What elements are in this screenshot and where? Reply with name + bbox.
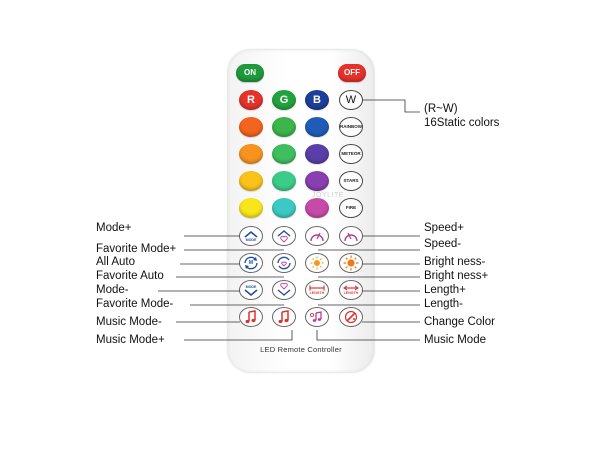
palette-icon xyxy=(344,310,358,324)
all-auto-label: M xyxy=(248,260,254,266)
meteor-button[interactable]: METEOR xyxy=(339,144,363,164)
brightness-plus-button[interactable] xyxy=(339,253,363,273)
label-brightness-minus: Bright ness- xyxy=(424,256,486,268)
rainbow-button[interactable]: RAINBOW xyxy=(339,117,363,137)
all-auto-button[interactable]: M xyxy=(239,253,263,273)
color-button-blue-1[interactable] xyxy=(305,117,329,137)
length-plus-button[interactable]: LENGTH xyxy=(305,280,329,300)
mode-minus-button[interactable]: MODE xyxy=(239,280,263,300)
fire-label: FIRE xyxy=(345,205,357,210)
off-label: OFF xyxy=(344,68,360,77)
chevron-up-icon xyxy=(244,230,258,238)
chevron-down-icon xyxy=(244,289,258,297)
red-button[interactable]: R xyxy=(239,90,263,110)
label-speed-plus: Speed+ xyxy=(424,222,464,234)
music-note-icon xyxy=(245,310,256,324)
heart-refresh-icon xyxy=(277,256,291,270)
length-minus-button[interactable]: LENGTH xyxy=(339,280,363,300)
length-plus-label: LENGTH xyxy=(309,291,325,295)
stars-label: STARS xyxy=(343,178,359,183)
white-label: W xyxy=(345,94,357,106)
color-button-green-1[interactable] xyxy=(272,117,296,137)
label-brightness-plus: Bright ness+ xyxy=(424,270,489,282)
speedometer-icon xyxy=(310,232,324,242)
rainbow-label: RAINBOW xyxy=(340,124,362,129)
mode-plus-button[interactable]: MODE xyxy=(239,226,263,246)
change-color-button[interactable] xyxy=(339,307,363,327)
label-favorite-mode-plus: Favorite Mode+ xyxy=(96,243,177,255)
fire-button[interactable]: FIRE xyxy=(339,198,363,218)
length-minus-label: LENGTH xyxy=(343,291,359,295)
music-mode-plus-button[interactable] xyxy=(272,307,296,327)
stars-button[interactable]: STARS xyxy=(339,171,363,191)
music-note-icon xyxy=(278,310,289,324)
color-button-red-4[interactable] xyxy=(239,198,263,218)
speed-plus-button[interactable] xyxy=(305,226,329,246)
brightness-minus-button[interactable] xyxy=(305,253,329,273)
blue-label: B xyxy=(313,94,321,106)
sun-small-icon xyxy=(310,256,324,270)
heart-down-icon xyxy=(277,282,291,296)
on-label: ON xyxy=(244,68,256,77)
color-button-blue-3[interactable] xyxy=(305,171,329,191)
music-note-color-icon xyxy=(310,311,322,322)
mode-minus-label: MODE xyxy=(245,285,257,289)
color-button-green-2[interactable] xyxy=(272,144,296,164)
off-button[interactable]: OFF xyxy=(338,64,366,82)
label-rgbw: (R~W) xyxy=(424,103,458,115)
label-music-mode-plus: Music Mode+ xyxy=(96,334,165,346)
heart-up-icon xyxy=(277,230,291,243)
sun-large-icon xyxy=(343,255,359,271)
refresh-icon xyxy=(244,256,258,270)
label-music-mode: Music Mode xyxy=(424,334,486,346)
label-music-mode-minus: Music Mode- xyxy=(96,316,162,328)
remote-footer: LED Remote Controller xyxy=(260,345,342,354)
color-button-red-1[interactable] xyxy=(239,117,263,137)
watermark: JOYLITE xyxy=(312,192,344,199)
label-length-plus: Length+ xyxy=(424,284,466,296)
red-label: R xyxy=(247,94,255,106)
label-change-color: Change Color xyxy=(424,316,495,328)
label-favorite-auto: Favorite Auto xyxy=(96,270,164,282)
mode-plus-label: MODE xyxy=(245,238,257,242)
color-button-red-3[interactable] xyxy=(239,171,263,191)
music-mode-button[interactable] xyxy=(305,307,329,327)
label-static-colors: 16Static colors xyxy=(424,117,500,129)
length-arrows-icon xyxy=(343,285,359,291)
color-button-green-4[interactable] xyxy=(272,198,296,218)
color-button-red-2[interactable] xyxy=(239,144,263,164)
label-mode-plus: Mode+ xyxy=(96,222,132,234)
white-button[interactable]: W xyxy=(339,90,363,110)
favorite-auto-button[interactable] xyxy=(272,253,296,273)
green-label: G xyxy=(279,94,289,106)
green-button[interactable]: G xyxy=(272,90,296,110)
color-button-blue-2[interactable] xyxy=(305,144,329,164)
label-length-minus: Length- xyxy=(424,298,464,310)
music-mode-minus-button[interactable] xyxy=(239,307,263,327)
favorite-mode-plus-button[interactable] xyxy=(272,226,296,246)
label-mode-minus: Mode- xyxy=(96,284,129,296)
label-favorite-mode-minus: Favorite Mode- xyxy=(96,298,174,310)
blue-button[interactable]: B xyxy=(305,90,329,110)
color-button-blue-4[interactable] xyxy=(305,198,329,218)
favorite-mode-minus-button[interactable] xyxy=(272,280,296,300)
on-button[interactable]: ON xyxy=(236,64,264,82)
length-arrows-icon xyxy=(309,285,325,291)
speedometer-icon xyxy=(344,232,358,242)
color-button-green-3[interactable] xyxy=(272,171,296,191)
meteor-label: METEOR xyxy=(341,151,361,156)
label-all-auto: All Auto xyxy=(96,256,135,268)
label-speed-minus: Speed- xyxy=(424,238,462,250)
